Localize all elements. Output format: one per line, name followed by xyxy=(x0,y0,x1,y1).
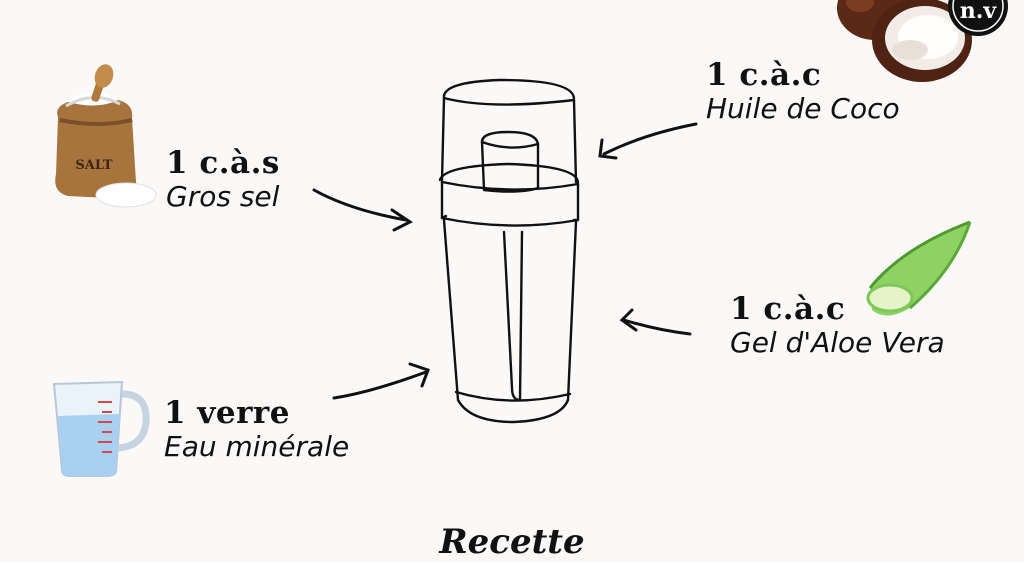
ingredient-quantity: 1 c.à.c xyxy=(730,291,846,327)
svg-text:n.v: n.v xyxy=(960,0,998,24)
arrow-coconut xyxy=(598,122,698,160)
ingredient-name: Gel d'Aloe Vera xyxy=(730,326,945,359)
ingredient-coconut: 1 c.à.c Huile de Coco xyxy=(706,58,900,126)
aloe-vera-leaf-icon xyxy=(866,220,972,316)
arrow-aloe xyxy=(619,308,692,336)
ingredient-water: 1 verre Eau minérale xyxy=(164,396,349,464)
arrow-salt xyxy=(312,188,413,232)
ingredient-aloe: 1 c.à.c Gel d'Aloe Vera xyxy=(730,292,945,360)
ingredient-name: Gros sel xyxy=(166,180,280,213)
ingredient-salt: 1 c.à.s Gros sel xyxy=(166,146,280,214)
svg-text:SALT: SALT xyxy=(75,158,113,173)
ingredient-name: Huile de Coco xyxy=(706,92,900,125)
bottle-sketch xyxy=(438,78,580,424)
arrow-water xyxy=(332,362,430,400)
ingredient-quantity: 1 c.à.s xyxy=(166,145,280,181)
ingredient-quantity: 1 verre xyxy=(164,395,290,431)
salt-sack-icon: SALT xyxy=(55,64,157,208)
measuring-cup-icon xyxy=(52,380,150,477)
recipe-title: Recette xyxy=(439,522,585,562)
brand-badge: n.v xyxy=(948,0,1008,36)
ingredient-name: Eau minérale xyxy=(164,430,350,463)
coconut-icon: n.v xyxy=(837,0,1008,82)
ingredient-quantity: 1 c.à.c xyxy=(706,57,822,93)
